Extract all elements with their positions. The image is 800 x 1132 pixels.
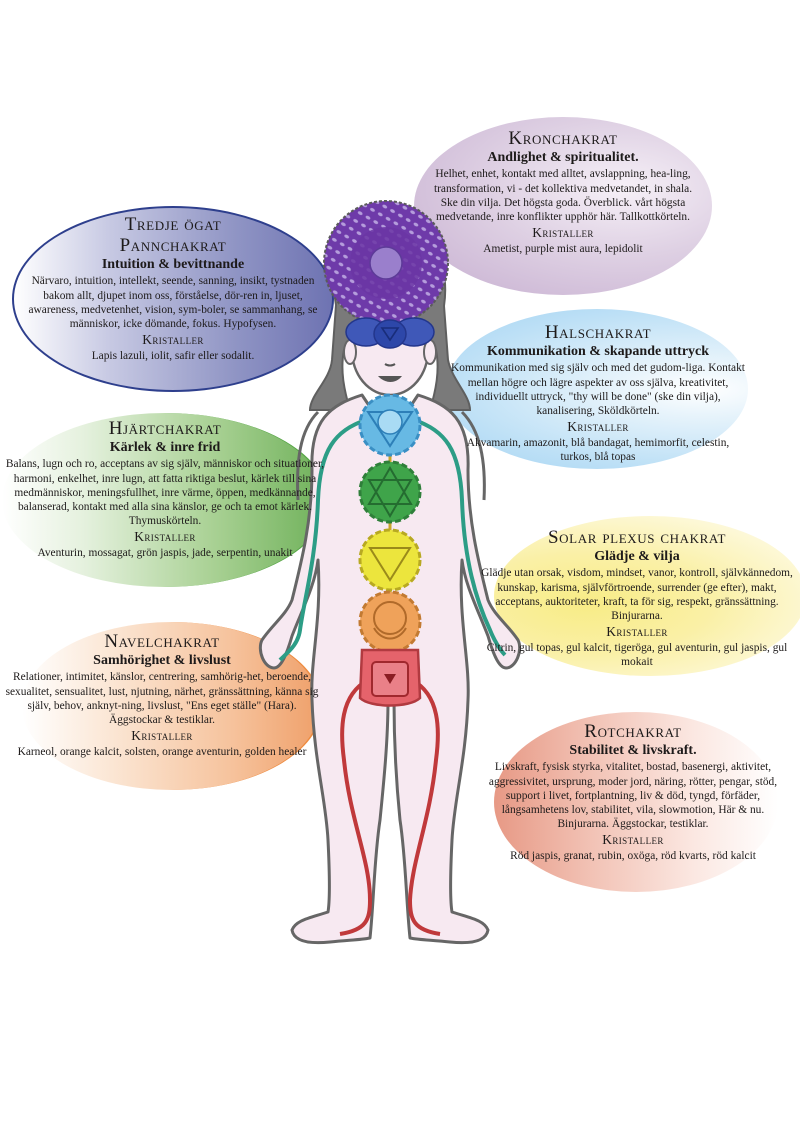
chakra-title: Navelchakrat [104, 631, 220, 652]
chakra-description: Relationer, intimitet, känslor, centreri… [5, 671, 319, 726]
chakra-title-secondary: Pannchakrat [119, 235, 227, 256]
third-eye-chakra-icon [345, 317, 435, 349]
root-chakra-icon [358, 648, 422, 707]
heart-chakra-icon [358, 460, 422, 524]
chakra-description: Helhet, enhet, kontakt med alltet, avsla… [433, 168, 693, 223]
right-energy-channel [413, 418, 507, 657]
throat-chakra-bubble [446, 309, 748, 469]
chakra-subtitle: Kommunikation & skapande uttryck [486, 344, 710, 359]
crown-chakra-icon [323, 200, 449, 326]
chakra-description: Närvaro, intuition, intellekt, seende, s… [28, 275, 318, 330]
third-eye-chakra-bubble [12, 206, 334, 392]
throat-chakra-icon [358, 393, 422, 457]
crystals-heading: Kristaller [567, 418, 629, 434]
crown-chakra-bubble [414, 117, 712, 295]
crystals-list: Citrin, gul topas, gul kalcit, tigeröga,… [486, 641, 788, 668]
third-eye-chakra-text: Tredje ögat Pannchakrat Intuition & bevi… [20, 215, 326, 363]
chakra-subtitle: Glädje & vilja [594, 549, 680, 564]
crystals-list: Aventurin, mossagat, grön jaspis, jade, … [37, 546, 293, 559]
crown-chakra-text: Kronchakrat Andlighet & spiritualitet. H… [425, 129, 701, 256]
chakra-title: Hjärtchakrat [108, 418, 222, 439]
chakra-description: Kommunikation med sig själv och med det … [451, 362, 745, 417]
chakra-subtitle: Andlighet & spiritualitet. [487, 150, 639, 165]
solar-plexus-chakra-icon [358, 528, 422, 592]
sacral-chakra-icon [358, 590, 422, 654]
chakra-description: Glädje utan orsak, visdom, mindset, vano… [481, 567, 793, 622]
crystals-heading: Kristaller [532, 224, 594, 240]
crystals-heading: Kristaller [131, 727, 193, 743]
crystals-list: Ametist, purple mist aura, lepidolit [483, 242, 643, 255]
crystals-heading: Kristaller [606, 623, 668, 639]
chakra-title: Tredje ögat [124, 214, 222, 235]
root-chakra-bubble [494, 712, 778, 892]
crystals-heading: Kristaller [134, 529, 196, 545]
crystals-list: Karneol, orange kalcit, solsten, orange … [17, 745, 307, 758]
chakra-title: Halschakrat [544, 322, 652, 343]
chakra-title: Rotchakrat [584, 721, 682, 742]
crystals-list: Lapis lazuli, iolit, safir eller sodalit… [91, 349, 255, 362]
right-leg-channel [407, 678, 441, 936]
chakra-subtitle: Stabilitet & livskraft. [569, 743, 697, 758]
chakra-description: Livskraft, fysisk styrka, vitalitet, bos… [488, 761, 778, 830]
crystals-list: Akvamarin, amazonit, blå bandagat, hemim… [466, 436, 730, 463]
chakra-description: Balans, lugn och ro, acceptans av sig sj… [5, 458, 325, 527]
left-leg-channel [339, 678, 373, 936]
throat-chakra-text: Halschakrat Kommunikation & skapande utt… [450, 323, 746, 464]
root-chakra-text: Rotchakrat Stabilitet & livskraft. Livsk… [480, 722, 786, 863]
chakra-title: Solar plexus chakrat [548, 527, 726, 548]
crystals-heading: Kristaller [602, 832, 664, 848]
sacral-chakra-text: Navelchakrat Samhörighet & livslust Rela… [4, 632, 320, 759]
left-energy-channel [278, 418, 367, 662]
chakra-subtitle: Kärlek & inre frid [109, 440, 221, 455]
solar-plexus-chakra-bubble [494, 516, 800, 676]
chakra-title: Kronchakrat [508, 128, 618, 149]
crystals-heading: Kristaller [142, 331, 204, 347]
solar-plexus-chakra-text: Solar plexus chakrat Glädje & vilja Gläd… [474, 528, 800, 669]
chakra-subtitle: Intuition & bevittnande [101, 257, 245, 272]
heart-chakra-text: Hjärtchakrat Kärlek & inre frid Balans, … [4, 419, 326, 560]
chakra-subtitle: Samhörighet & livslust [93, 653, 231, 668]
crystals-list: Röd jaspis, granat, rubin, oxöga, röd kv… [510, 849, 756, 862]
